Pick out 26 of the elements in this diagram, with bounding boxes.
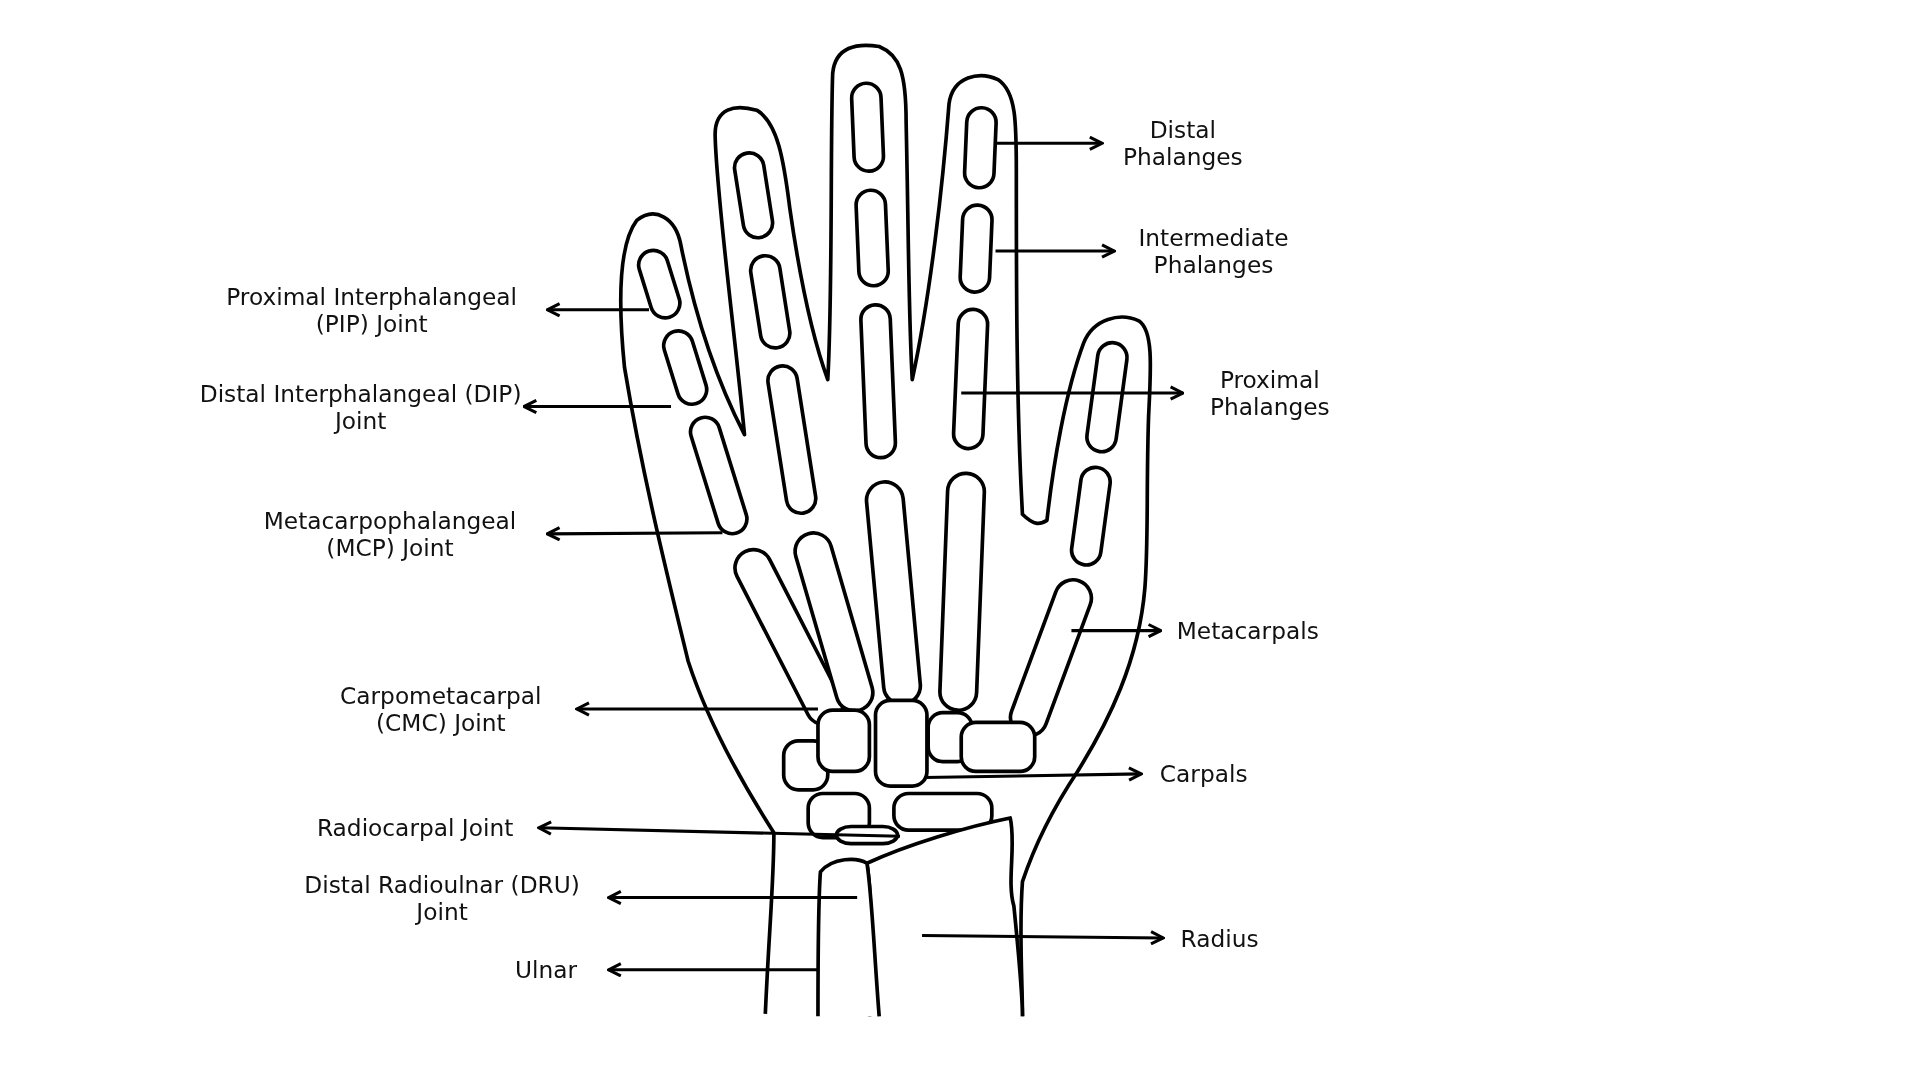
leader-arrow xyxy=(575,701,818,717)
leader-arrow xyxy=(995,243,1116,259)
leader-arrow xyxy=(961,385,1185,401)
leader-arrow xyxy=(1071,622,1163,639)
part-label: Intermediate Phalanges xyxy=(1115,224,1312,278)
leader-arrow xyxy=(522,398,672,415)
part-label: Radiocarpal Joint xyxy=(292,814,538,842)
leader-arrow xyxy=(537,820,901,838)
part-label: Distal Phalanges xyxy=(1103,116,1263,171)
part-label: Ulnar xyxy=(484,956,608,984)
part-label: Radius xyxy=(1164,924,1275,952)
leader-arrow xyxy=(545,302,649,318)
leader-arrow xyxy=(607,962,818,978)
part-label: Proximal Interphalangeal (PIP) Joint xyxy=(197,282,547,337)
part-label: Metacarpophalangeal (MCP) Joint xyxy=(233,506,547,561)
part-label: Proximal Phalanges xyxy=(1184,366,1356,420)
leader-arrow xyxy=(545,526,723,542)
part-label: Metacarpals xyxy=(1162,617,1334,645)
leader-arrow xyxy=(922,930,1165,946)
part-label: Distal Radioulnar (DRU) Joint xyxy=(276,870,608,925)
part-label: Distal Interphalangeal (DIP) Joint xyxy=(198,379,523,434)
part-label: Carpometacarpal (CMC) Joint xyxy=(306,682,576,736)
leader-arrow xyxy=(924,766,1143,782)
part-label: Carpals xyxy=(1142,760,1265,788)
leader-arrow xyxy=(995,135,1104,151)
leader-arrow xyxy=(607,889,858,906)
